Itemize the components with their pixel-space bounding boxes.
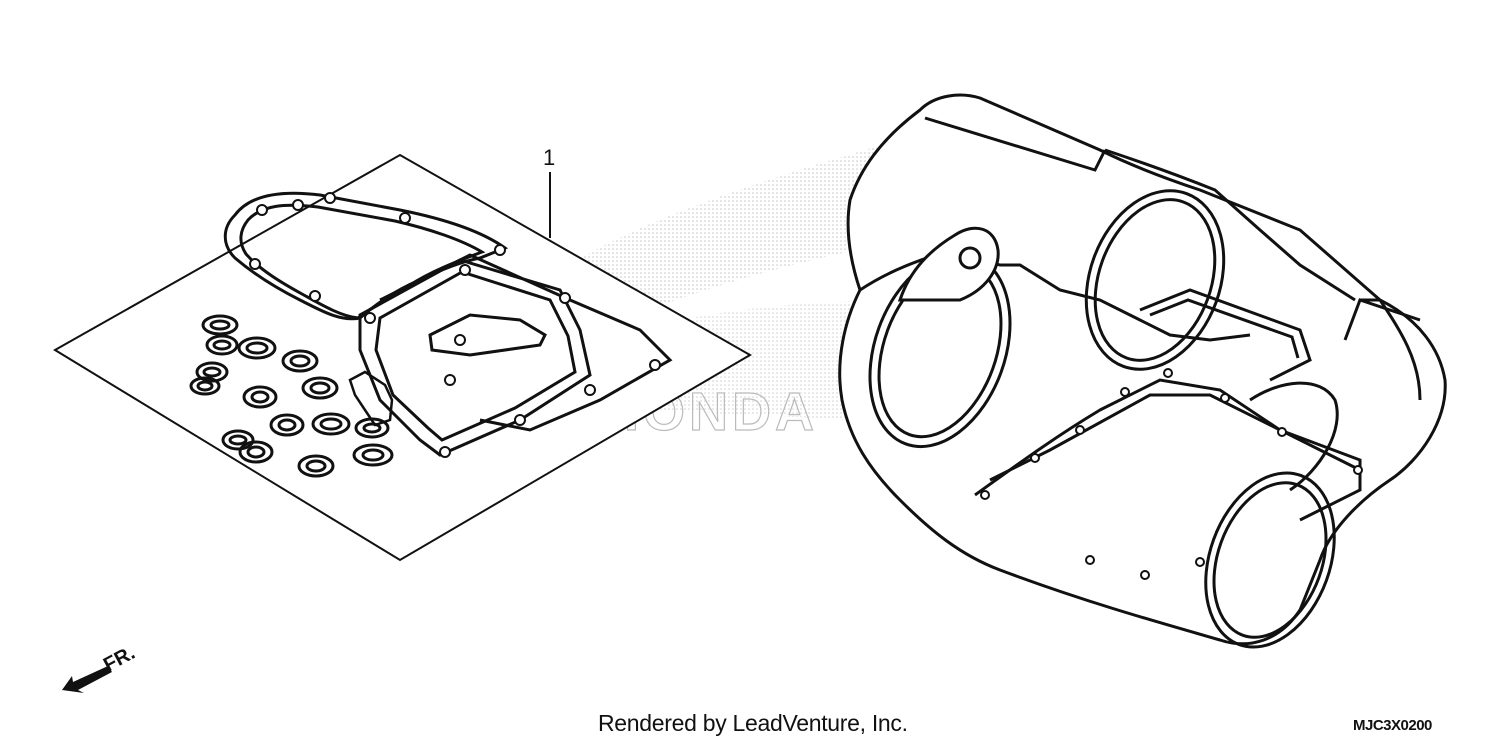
washers	[189, 314, 394, 478]
render-credit: Rendered by LeadVenture, Inc.	[598, 710, 908, 736]
bracket-gasket	[348, 370, 394, 427]
engine-bolt-holes	[980, 368, 1363, 580]
bolt-holes	[249, 192, 661, 458]
front-direction-arrow: FR.	[62, 642, 139, 693]
callout-number: 1	[543, 145, 556, 170]
small-cover-gasket	[428, 313, 547, 357]
engine-seals	[868, 189, 1362, 649]
engine-mount-tab	[897, 226, 1000, 302]
diagram-code: MJC3X0200	[1353, 717, 1432, 734]
gasket-kit-sheet	[53, 153, 752, 562]
